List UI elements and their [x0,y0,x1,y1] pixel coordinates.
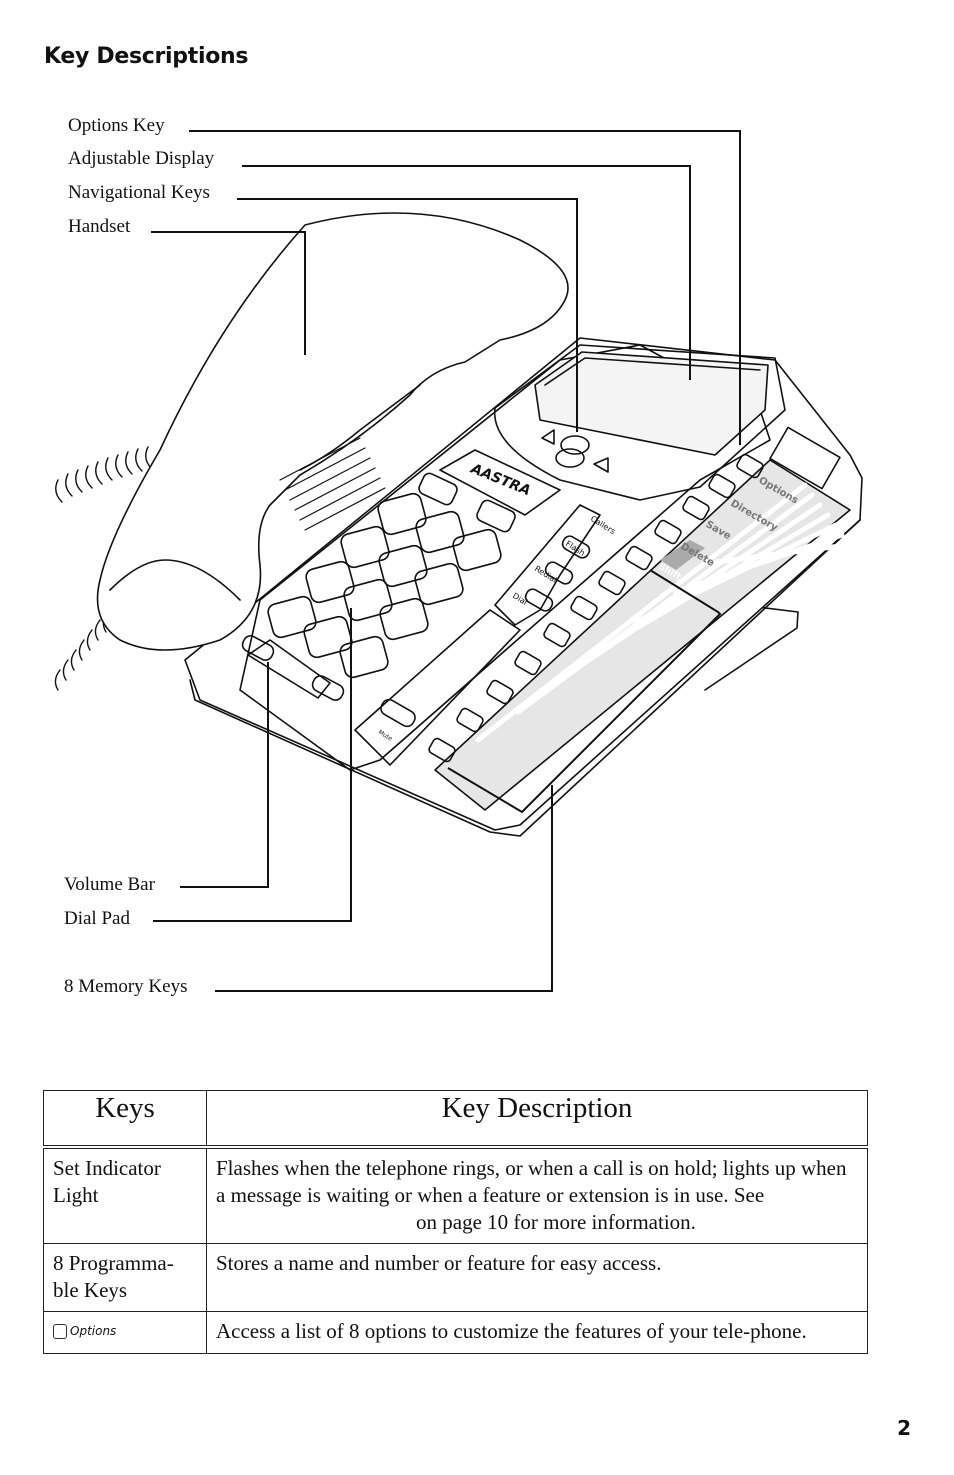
key-description-table: Keys Key Description Set Indicator Light… [43,1090,868,1354]
key-cell: Set Indicator Light [43,1146,207,1244]
volume-bar [241,635,345,701]
table-row: 8 Programma-ble Keys Stores a name and n… [43,1243,868,1312]
leader-dial-pad [153,608,352,922]
coiled-cord [54,446,153,691]
options-key-icon: Options [53,1318,116,1345]
key-cell: 8 Programma-ble Keys [43,1243,207,1312]
dial-pad [267,492,502,679]
callout-navigational-keys: Navigational Keys [68,182,210,203]
description-text: on page 10 for more information. [416,1210,696,1234]
display-bezel [493,344,786,501]
page-heading: Key Descriptions [44,44,249,69]
handset [96,212,569,651]
callout-volume-bar: Volume Bar [64,874,155,895]
header-key-description: Key Description [206,1090,868,1149]
key-cell: Options [43,1311,207,1354]
callout-dial-pad: Dial Pad [64,908,130,929]
description-cell: Flashes when the telephone rings, or whe… [206,1146,868,1244]
leader-memory-keys [215,785,553,992]
telephone-illustration: AASTRA Callers Flash Redial Dial Mute Op… [54,130,863,992]
leader-handset [151,231,306,355]
leader-options-key [189,130,741,445]
memory-keys-bracket [447,569,722,814]
leader-navigational-keys [237,198,578,432]
display-window [534,351,769,456]
description-text: Flashes when the telephone rings, or whe… [216,1156,847,1207]
page-number: 2 [897,1416,911,1440]
header-keys: Keys [43,1090,207,1149]
callout-handset: Handset [68,216,131,237]
memory-key-label-strip [434,459,851,811]
description-cell: Stores a name and number or feature for … [206,1243,868,1312]
memory-keys [428,453,764,763]
callout-adjustable-display: Adjustable Display [68,148,215,169]
table-row: Set Indicator Light Flashes when the tel… [43,1146,868,1244]
phone-base [184,337,863,831]
callout-memory-keys: 8 Memory Keys [64,976,188,997]
speaker-grille [279,437,386,531]
callout-options-key: Options Key [68,115,165,136]
description-cell: Access a list of 8 options to customize … [206,1311,868,1354]
table-row: Options Access a list of 8 options to cu… [43,1311,868,1354]
navigation-keys [541,429,609,473]
set-indicator-light [769,426,841,490]
leader-volume-bar [180,662,269,888]
leader-adjustable-display [242,165,691,380]
